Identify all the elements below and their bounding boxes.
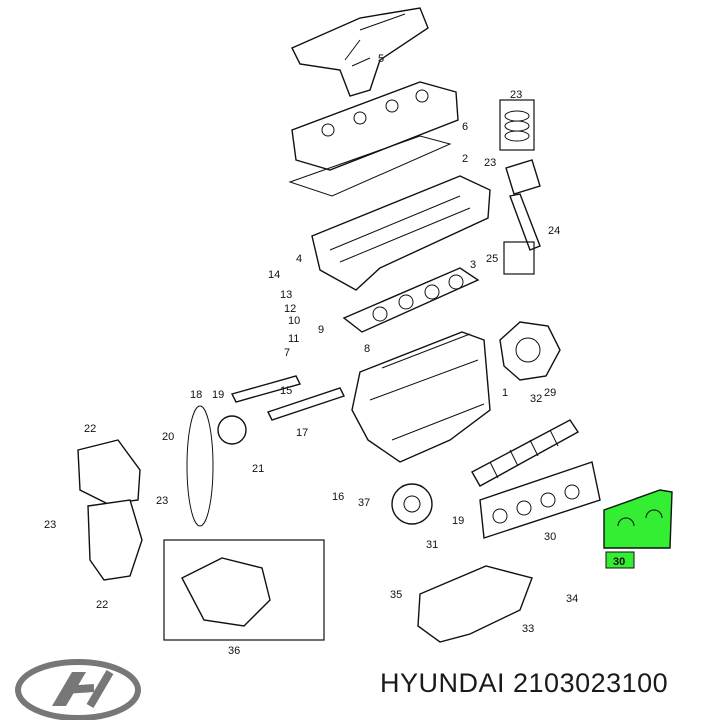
- callout-11: 11: [288, 333, 299, 345]
- camshaft: [230, 375, 302, 403]
- oil-pan: [417, 565, 533, 643]
- callout-8: 8: [364, 343, 370, 355]
- callout-34: 34: [566, 593, 578, 605]
- oil-pump: [181, 557, 271, 627]
- callout-17: 17: [296, 427, 308, 439]
- callout-5: 5: [378, 53, 384, 65]
- piston: [505, 159, 541, 195]
- thrust-bearing-set-highlight: [603, 489, 673, 569]
- callout-13: 13: [280, 289, 292, 301]
- piston-ring-1: [504, 110, 530, 122]
- crankshaft: [471, 419, 580, 487]
- callout-18: 18: [190, 389, 202, 401]
- lower-timing-cover: [87, 499, 143, 581]
- callout-26: 24: [548, 225, 560, 237]
- connecting-rod: [509, 193, 541, 251]
- callout-15: 15: [280, 385, 292, 397]
- main-bearings: [479, 461, 601, 539]
- callout-30: 30: [613, 556, 625, 568]
- callout-2: 2: [462, 153, 468, 165]
- callout-23-left: 23: [44, 519, 56, 531]
- callout-4: 4: [296, 253, 302, 265]
- callout-27: 25: [486, 253, 498, 265]
- callout-1: 1: [502, 387, 508, 399]
- callout-32: 32: [530, 393, 542, 405]
- callout-25: 23: [484, 157, 496, 169]
- timing-belt: [186, 405, 214, 527]
- piston-ring-3: [504, 130, 530, 142]
- callout-33: 33: [522, 623, 534, 635]
- callout-12: 12: [284, 303, 296, 315]
- callout-22-top: 22: [84, 423, 96, 435]
- callout-3: 3: [470, 259, 476, 271]
- crank-pulley-hub: [403, 495, 421, 513]
- callout-31: 31: [426, 539, 438, 551]
- cylinder-head-cover: [291, 81, 459, 171]
- upper-timing-cover: [77, 439, 141, 505]
- water-pump-cover: [499, 321, 561, 381]
- callout-labels: 5 6 2 3 4 14 13 12 10 11 7 8 9 1 23 23 2…: [44, 53, 625, 657]
- brand-name: HYUNDAI: [380, 668, 506, 698]
- callout-20: 20: [162, 431, 174, 443]
- oil-pump-group-box: [163, 539, 325, 641]
- callout-24: 23: [510, 89, 522, 101]
- cam-sprocket: [217, 415, 247, 445]
- callout-16: 16: [332, 491, 344, 503]
- crank-pulley: [391, 483, 433, 525]
- piston-rings-box: [499, 99, 535, 151]
- cylinder-head: [311, 175, 491, 291]
- callout-35: 35: [390, 589, 402, 601]
- head-gasket: [342, 267, 480, 333]
- callout-37: 37: [358, 497, 370, 509]
- callout-28: 29: [544, 387, 556, 399]
- callout-10: 10: [288, 315, 300, 327]
- hyundai-logo-icon: [15, 659, 141, 720]
- callout-22-bottom: 22: [96, 599, 108, 611]
- callout-7: 7: [284, 347, 290, 359]
- part-number: 2103023100: [513, 668, 669, 698]
- valve-cover-cap: [291, 7, 429, 97]
- callout-36: 36: [228, 645, 240, 657]
- callout-9: 9: [318, 324, 324, 336]
- callout-6: 6: [462, 121, 468, 133]
- cover-gasket: [288, 135, 452, 197]
- callout-23-right: 23: [156, 495, 168, 507]
- rod-bearing-box: [503, 241, 535, 275]
- callout-19b: 19: [452, 515, 464, 527]
- callout-19: 19: [212, 389, 224, 401]
- callout-29: 30: [544, 531, 556, 543]
- engine-block: [351, 331, 491, 463]
- piston-ring-2: [504, 120, 530, 132]
- camshaft-2: [267, 387, 345, 421]
- callout-14: 14: [268, 269, 280, 281]
- callout-21: 21: [252, 463, 264, 475]
